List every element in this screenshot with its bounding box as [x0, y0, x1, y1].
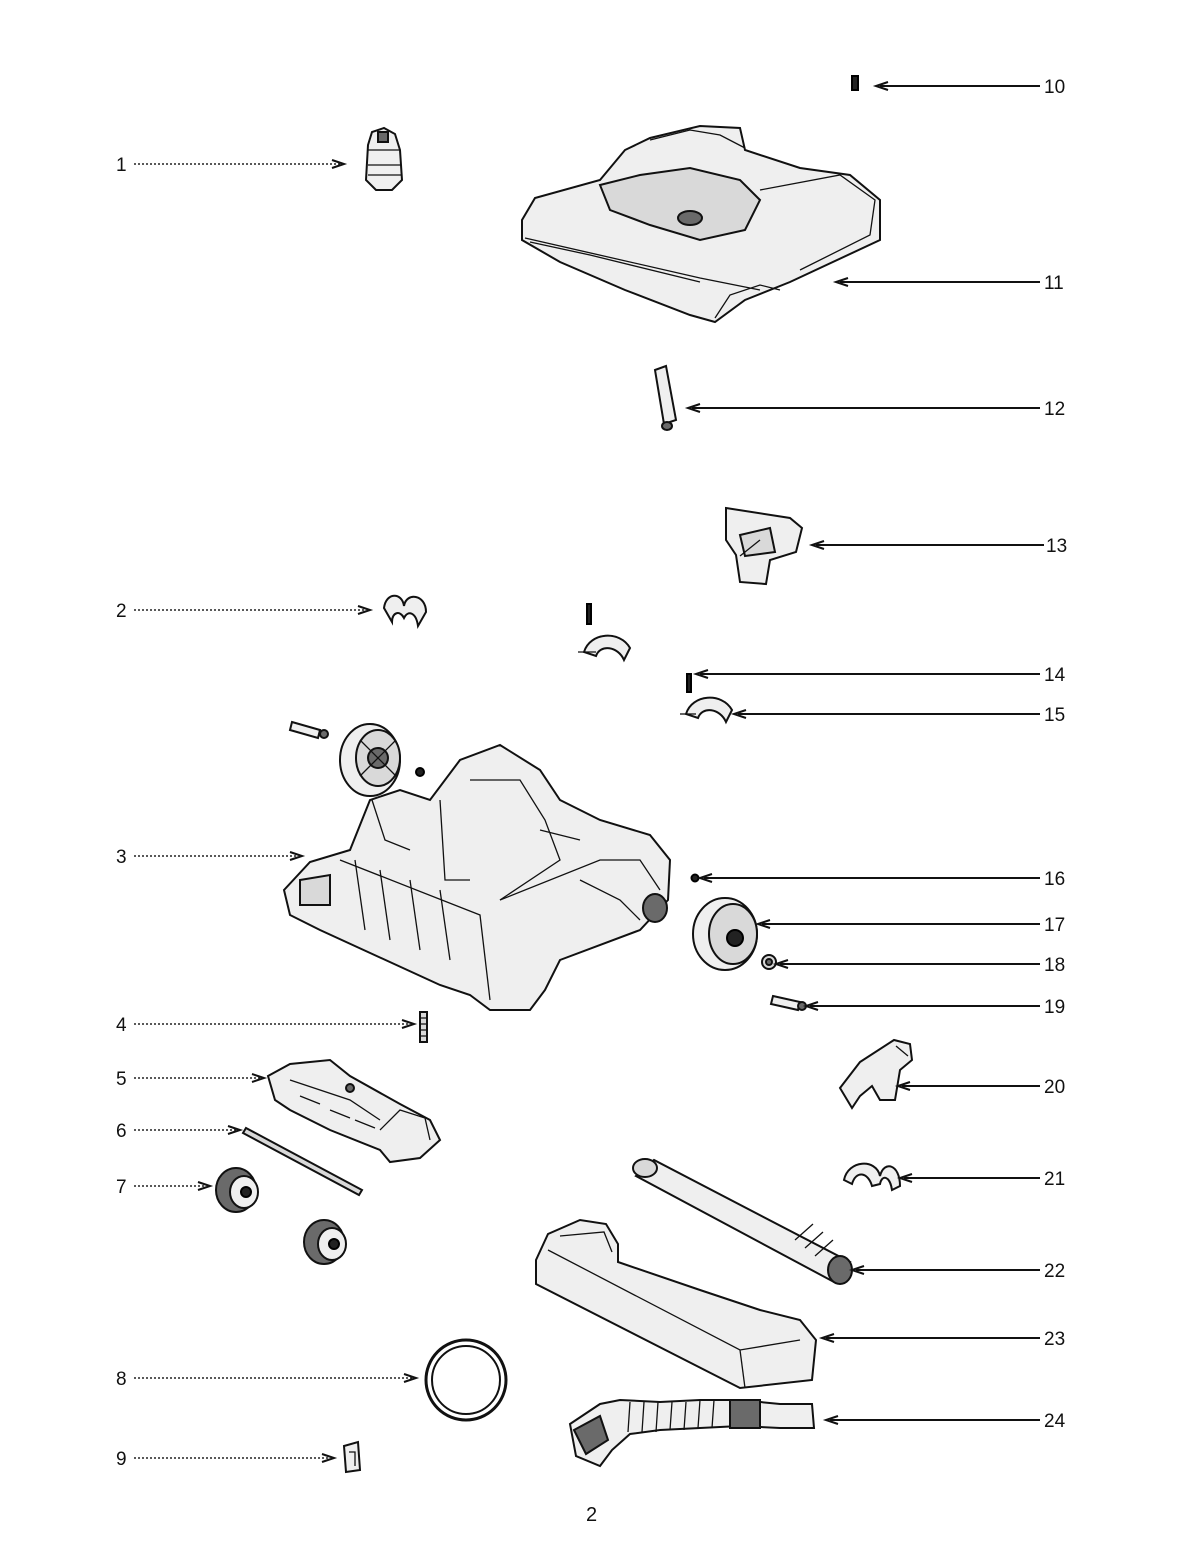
part-10-screw: [851, 75, 859, 91]
part-14-screw: [686, 673, 692, 693]
callout-20: 20: [1044, 1077, 1065, 1098]
part-3-base-housing: [282, 743, 672, 1011]
callout-17: 17: [1044, 915, 1065, 936]
callout-9: 9: [116, 1449, 127, 1470]
part-4-spring: [419, 1011, 428, 1043]
callout-22: 22: [1044, 1261, 1065, 1282]
callout-labels: 1 2 3 4 5 6 7 8 9 10 11 12 13 14 15 16 1…: [116, 77, 1067, 1470]
callout-24: 24: [1044, 1411, 1066, 1432]
part-23-tray: [535, 1218, 818, 1390]
part-5-brush-housing: [266, 1058, 442, 1164]
part-17-wheel: [692, 897, 758, 971]
page-number: 2: [586, 1504, 597, 1526]
callout-21: 21: [1044, 1169, 1065, 1190]
part-8-belt: [424, 1338, 508, 1422]
part-7-wheel-b: [303, 1219, 347, 1265]
part-9-clip: [342, 1440, 362, 1474]
part-22-wand-tube: [632, 1158, 853, 1285]
callout-19: 19: [1044, 997, 1065, 1018]
callout-18: 18: [1044, 955, 1065, 976]
part-15-clip: [680, 696, 734, 725]
callout-5: 5: [116, 1069, 127, 1090]
callout-3: 3: [116, 847, 127, 868]
part-14-15-clip-upper: [578, 603, 632, 663]
part-20-bracket: [838, 1038, 914, 1110]
callout-11: 11: [1044, 273, 1064, 294]
callout-13: 13: [1046, 536, 1067, 557]
part-1-knob: [364, 126, 404, 191]
part-6-rod: [241, 1126, 364, 1197]
callout-12: 12: [1044, 399, 1065, 420]
part-24-hose: [568, 1398, 816, 1468]
callout-16: 16: [1044, 869, 1065, 890]
callout-14: 14: [1044, 665, 1066, 686]
callout-7: 7: [116, 1177, 127, 1198]
callout-15: 15: [1044, 705, 1065, 726]
leader-lines: [134, 81, 1044, 1463]
callout-6: 6: [116, 1121, 127, 1142]
part-7-wheel-a: [215, 1167, 259, 1213]
callout-10: 10: [1044, 77, 1065, 98]
part-12-pin: [653, 364, 678, 431]
callout-23: 23: [1044, 1329, 1065, 1350]
callout-8: 8: [116, 1369, 127, 1390]
part-11-hood-cover: [521, 124, 881, 324]
callout-4: 4: [116, 1015, 127, 1036]
part-13-bracket: [725, 506, 804, 586]
part-19-axle-bolt: [769, 994, 807, 1012]
part-21-clip: [842, 1162, 902, 1192]
part-18-bushing: [761, 954, 777, 970]
callout-2: 2: [116, 601, 127, 622]
part-rear-wheel-upper: [288, 720, 425, 797]
part-2-clip: [382, 594, 428, 630]
callout-1: 1: [116, 155, 127, 176]
